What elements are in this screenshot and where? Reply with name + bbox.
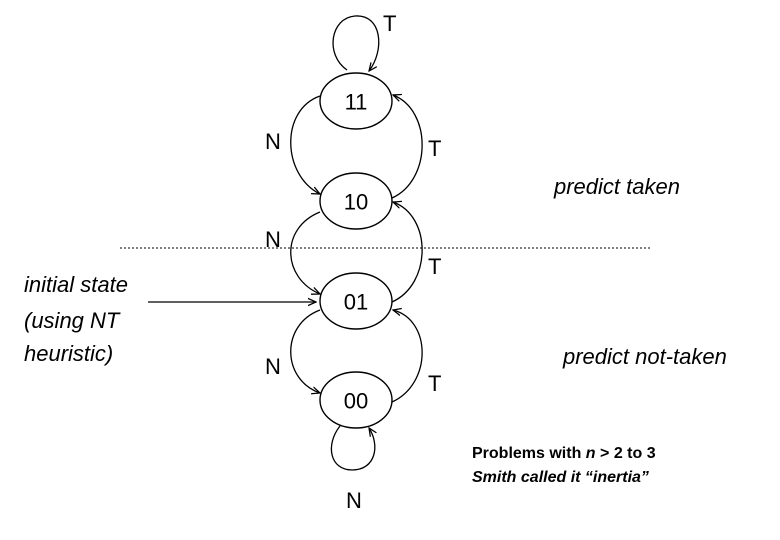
state-01-label: 01 xyxy=(344,290,368,315)
self-loop-bottom-label: N xyxy=(346,488,362,513)
state-11: 11 xyxy=(319,72,393,130)
t-10-11-label: T xyxy=(428,136,441,161)
self-loop-top-edge xyxy=(332,15,380,71)
t-01-10-label: T xyxy=(428,254,441,279)
state-10-label: 10 xyxy=(344,190,368,215)
initial-state-label-line2: (using NT xyxy=(24,308,121,333)
initial-state-label-line3: heuristic) xyxy=(24,341,113,366)
t-00-01-label: T xyxy=(428,371,441,396)
predict-taken-label: predict taken xyxy=(553,174,680,199)
self-loop-top-label: T xyxy=(383,11,396,36)
note-line2: Smith called it “inertia” xyxy=(472,469,649,486)
n-11-10-label: N xyxy=(265,129,281,154)
n-01-00-label: N xyxy=(265,354,281,379)
state-01: 01 xyxy=(319,272,393,330)
edge-00-to-01 xyxy=(392,310,423,403)
note-line1: Problems with n > 2 to 3 xyxy=(472,445,656,462)
initial-state-label-line1: initial state xyxy=(24,272,128,297)
n-10-01-label: N xyxy=(265,227,281,252)
edge-01-to-00 xyxy=(290,309,320,393)
edge-11-to-10 xyxy=(290,95,320,194)
edge-01-to-10 xyxy=(392,202,423,303)
edge-10-to-01 xyxy=(290,211,320,294)
state-00-label: 00 xyxy=(344,389,368,414)
state-10: 10 xyxy=(319,172,393,230)
state-00: 00 xyxy=(319,371,393,429)
predict-not-taken-label: predict not-taken xyxy=(562,344,727,369)
edge-10-to-11 xyxy=(392,95,423,199)
state-11-label: 11 xyxy=(345,90,368,115)
self-loop-bottom-edge xyxy=(330,425,374,471)
